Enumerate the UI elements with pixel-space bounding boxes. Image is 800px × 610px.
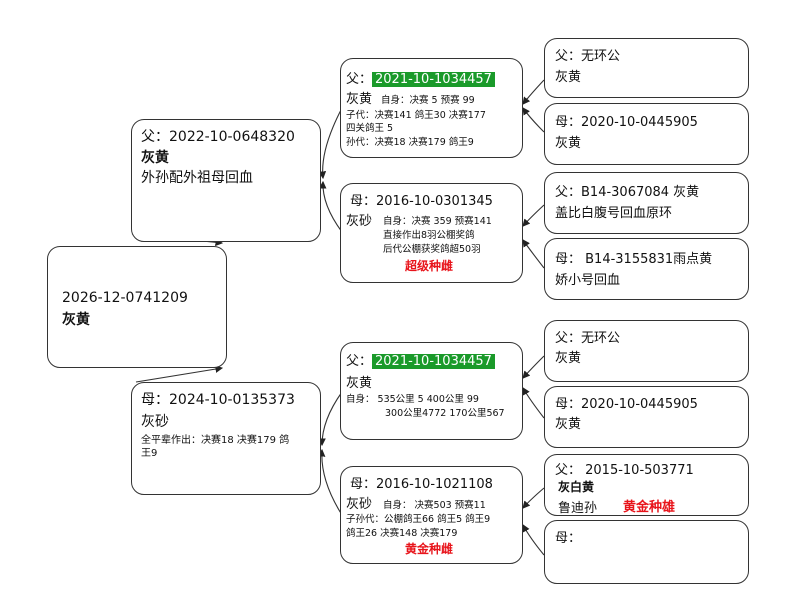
gg4-note: 娇小号回血 [555,273,621,288]
dam-dam-card[interactable]: 母：2016-10-1021108 灰砂 自身： 决赛503 预赛11 子孙代：… [340,466,523,564]
dam-ring-id: 母：2024-10-0135373 [141,392,295,408]
gg4-dam-line: 母： B14-3155831雨点黄 [555,252,713,267]
sire-dam-own: 自身：决赛 359 预赛141 [383,216,492,227]
gg1-sire-line: 父：无环公 [555,49,621,64]
sire-sire-grandchildren: 孙代：决赛18 决赛179 鸽王9 [346,137,474,148]
sire-sire-card[interactable]: 父：2021-10-1034457 灰黄 自身：决赛 5 预赛 99 子代：决赛… [340,58,523,158]
sire-dam-direct: 直接作出8羽公棚奖鸽 [383,230,475,241]
gg-card-7[interactable]: 父： 2015-10-503771 灰白黄 鲁迪孙 黄金种雄 [544,454,749,516]
dam-note-line1: 全平辈作出：决赛18 决赛179 鸽 [141,435,290,446]
dam-dam-badge: 黄金种雌 [405,542,454,556]
gg-card-5[interactable]: 父：无环公 灰黄 [544,320,749,382]
sire-dam-card[interactable]: 母：2016-10-0301345 灰砂 自身：决赛 359 预赛141 直接作… [340,183,523,283]
dam-dam-descendants-2: 鸽王26 决赛148 决赛179 [346,528,458,539]
gg7-badge: 黄金种雄 [623,500,676,515]
sire-sire-ring-id: 2021-10-1034457 [372,72,495,87]
gg7-sire-line: 父： 2015-10-503771 [555,463,694,478]
dam-sire-ring-line: 父：2021-10-1034457 [346,350,495,369]
sire-card[interactable]: 父：2022-10-0648320 灰黄 外孙配外祖母回血 [131,119,321,242]
gg8-dam-line: 母： [555,531,582,546]
gg3-note: 盖比白腹号回血原环 [555,206,673,221]
root-bird-card[interactable]: 2026-12-0741209 灰黄 [47,246,227,368]
gg-card-8[interactable]: 母： [544,520,749,584]
sire-sire-four-stage: 四关鸽王 5 [346,123,394,134]
link-ss-sire [318,107,343,180]
link-gg2-ss [522,107,545,133]
dam-note-line2: 王9 [141,448,158,459]
dam-sire-color: 灰黄 [346,376,373,391]
dam-sire-prefix: 父： [346,354,373,369]
link-dam-root [135,365,224,383]
dam-dam-own: 自身： 决赛503 预赛11 [383,500,486,511]
gg2-color: 灰黄 [555,136,582,151]
link-dd-dam [317,448,343,516]
gg3-sire-line: 父：B14-3067084 灰黄 [555,185,700,200]
dam-color: 灰砂 [141,414,169,430]
link-ds-dam [318,391,343,447]
dam-dam-ring-id: 母：2016-10-1021108 [350,477,493,492]
link-gg3-sd [522,204,545,227]
sire-color: 灰黄 [141,150,169,166]
link-gg4-sd [522,239,545,269]
gg6-color: 灰黄 [555,417,582,432]
sire-sire-prefix: 父： [346,72,373,87]
dam-sire-own-1: 自身： 535公里 5 400公里 99 [346,394,479,405]
gg5-sire-line: 父：无环公 [555,331,621,346]
sire-dam-descendants: 后代公棚获奖鸽超50羽 [383,244,481,255]
sire-sire-offspring: 子代：决赛141 鸽王30 决赛177 [346,110,486,121]
sire-sire-ring-line: 父：2021-10-1034457 [346,68,495,87]
dam-sire-own-2: 300公里4772 170公里567 [385,408,505,419]
gg-card-4[interactable]: 母： B14-3155831雨点黄 娇小号回血 [544,238,749,300]
link-sd-sire [318,180,343,233]
dam-sire-ring-id: 2021-10-1034457 [372,354,495,369]
sire-dam-ring-id: 母：2016-10-0301345 [350,194,493,209]
gg7-color: 灰白黄 [558,480,595,494]
link-gg1-ss [522,79,545,105]
dam-sire-card[interactable]: 父：2021-10-1034457 灰黄 自身： 535公里 5 400公里 9… [340,342,523,440]
sire-ring-id: 父：2022-10-0648320 [141,129,295,145]
gg6-dam-line: 母：2020-10-0445905 [555,397,698,412]
dam-card[interactable]: 母：2024-10-0135373 灰砂 全平辈作出：决赛18 决赛179 鸽 … [131,382,321,495]
gg-card-1[interactable]: 父：无环公 灰黄 [544,38,749,98]
link-gg6-ds [522,387,545,419]
sire-sire-own: 自身：决赛 5 预赛 99 [381,95,475,106]
gg-card-2[interactable]: 母：2020-10-0445905 灰黄 [544,103,749,165]
link-gg5-ds [522,355,545,379]
dam-dam-descendants-1: 子孙代：公棚鸽王66 鸽王5 鸽王9 [346,514,491,525]
sire-note: 外孙配外祖母回血 [141,170,253,186]
root-color: 灰黄 [62,312,90,328]
link-gg8-dd [522,524,545,556]
sire-sire-color: 灰黄 [346,92,373,107]
root-ring-id: 2026-12-0741209 [62,290,188,306]
gg7-lineage: 鲁迪孙 [558,501,598,516]
gg-card-3[interactable]: 父：B14-3067084 灰黄 盖比白腹号回血原环 [544,172,749,234]
sire-dam-badge: 超级种雌 [405,259,454,273]
link-gg7-dd [522,487,545,509]
dam-dam-color: 灰砂 [346,497,373,512]
gg5-color: 灰黄 [555,351,582,366]
sire-dam-color: 灰砂 [346,214,373,229]
gg1-color: 灰黄 [555,70,582,85]
gg2-dam-line: 母：2020-10-0445905 [555,115,698,130]
gg-card-6[interactable]: 母：2020-10-0445905 灰黄 [544,386,749,448]
